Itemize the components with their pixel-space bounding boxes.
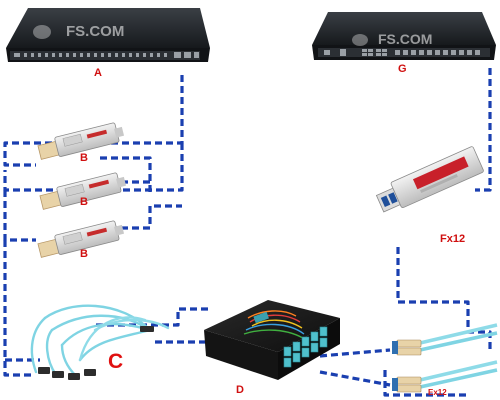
link-lc-lower — [383, 370, 470, 397]
mtp-connectors — [38, 326, 154, 380]
label-lc-cable: Ex12 — [428, 388, 447, 397]
label-transceiver-b3: B — [80, 248, 88, 260]
label-cable-c: C — [108, 350, 124, 373]
label-switch-g: G — [398, 63, 407, 75]
link-left-trunk — [3, 240, 35, 377]
label-transceiver-b1: B — [80, 152, 88, 164]
lc-duplex-cable-icon — [392, 323, 498, 393]
switch-a-icon — [6, 8, 210, 62]
link-a-to-b1 — [3, 75, 184, 167]
link-g-to-sfp — [475, 68, 492, 192]
sfp-transceiver-icon — [375, 146, 484, 213]
brand-watermark-g: FS.COM — [378, 31, 433, 47]
mtp-breakout-cable-icon — [30, 304, 170, 378]
link-sfp-to-lc — [396, 247, 492, 350]
link-cassette-to-lc-2 — [319, 370, 391, 387]
mtp-cassette-icon — [204, 300, 340, 380]
link-a-to-b3 — [3, 190, 36, 242]
label-sfp-module: Fx12 — [440, 233, 466, 245]
switch-g-icon — [312, 12, 496, 60]
label-cassette-d: D — [236, 384, 244, 396]
label-transceiver-b2: B — [80, 196, 88, 208]
label-switch-a: A — [94, 67, 102, 79]
brand-watermark-a: FS.COM — [66, 23, 125, 40]
link-b3-to-rail — [110, 204, 182, 230]
link-mtp-to-cassette — [96, 307, 212, 327]
link-cassette-to-lc — [319, 348, 391, 358]
qsfp-transceiver-icon — [37, 122, 127, 258]
